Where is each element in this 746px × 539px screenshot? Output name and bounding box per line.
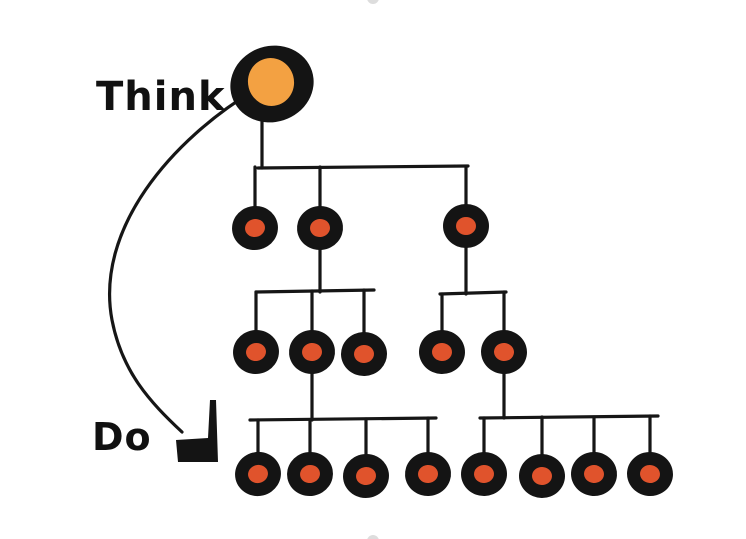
level2-node [419, 329, 465, 375]
level3-node [405, 451, 451, 497]
level1-node [232, 205, 278, 251]
level3-node [461, 451, 507, 497]
think-label: Think [96, 74, 226, 120]
level2-bar-right [438, 290, 508, 296]
do-label: Do [92, 415, 152, 459]
scan-mark [367, 535, 379, 539]
node-group [232, 204, 673, 499]
level2-node [341, 331, 387, 377]
level2-node [289, 329, 335, 375]
level3-node [235, 451, 281, 497]
level1-node [443, 204, 489, 248]
level2-node [233, 329, 279, 375]
level3-node [343, 453, 389, 499]
level3-node [571, 451, 617, 497]
level3-bar-left [248, 416, 438, 422]
think-to-do-curve [108, 86, 260, 434]
level3-node [519, 453, 565, 499]
connector-lines [248, 116, 660, 458]
level3-node [627, 451, 673, 497]
arrow-head-icon [176, 400, 218, 462]
level2-bar-left [254, 288, 376, 294]
root-node-think [230, 45, 314, 123]
level1-node [297, 205, 343, 251]
level1-bar [256, 164, 470, 170]
level3-node [287, 451, 333, 497]
level3-bar-right [478, 414, 660, 420]
level2-node [481, 329, 527, 375]
scan-mark [367, 0, 379, 4]
